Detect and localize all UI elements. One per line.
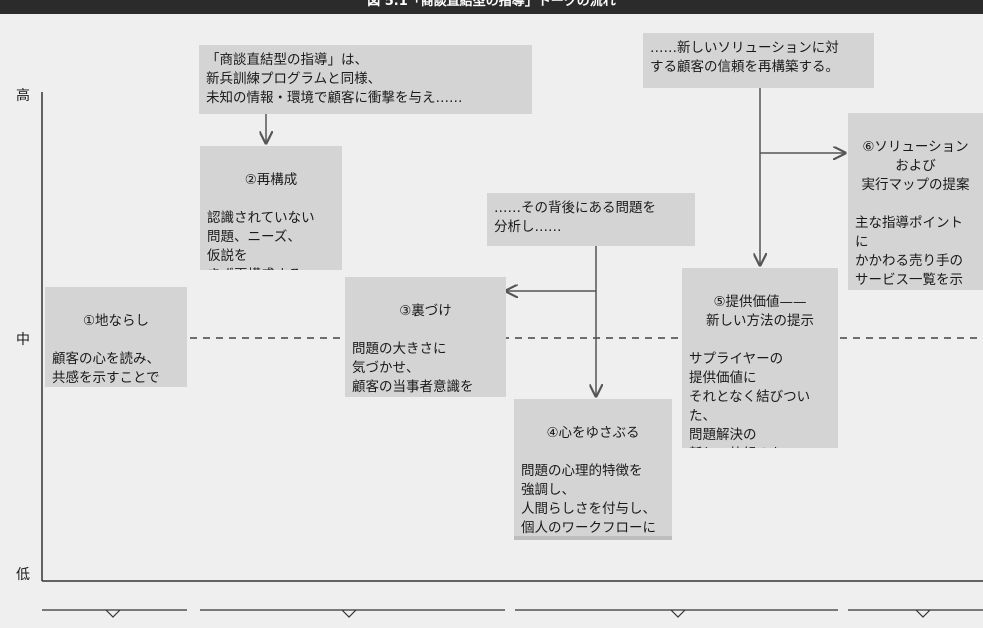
step-body: 顧客の心を読み、 共感を示すことで 信頼を築く (52, 351, 160, 386)
step-2-reframe: ②再構成 認識されていない 問題、ニーズ、 仮説を まず再構成する (200, 146, 342, 270)
axis-label-low: 低 (16, 567, 30, 583)
phase-tick (341, 609, 357, 618)
phase-tick (670, 609, 686, 618)
note-intro: 「商談直結型の指導」は、 新兵訓練プログラムと同様、 未知の情報・環境で顧客に衝… (199, 45, 532, 114)
step-heading: ④心をゆさぶる (546, 425, 640, 441)
step-body: 問題の心理的特徴を 強調し、 人間らしさを付与し、 個人のワークフローに 影響を… (521, 463, 656, 536)
phase-tick (915, 609, 931, 618)
step-body: 認識されていない 問題、ニーズ、 仮説を まず再構成する (207, 210, 315, 270)
step-heading: ⑥ソリューション および 実行マップの提案 (861, 139, 970, 193)
note-analyze: ……その背後にある問題を 分析し…… (487, 193, 695, 246)
figure-title-bar: 図 5.1「商談直結型の指導」トークの流れ (0, 0, 983, 14)
phase-tick (105, 609, 121, 618)
step-6-solution-map: ⑥ソリューション および 実行マップの提案 主な指導ポイントに かかわる売り手の… (848, 113, 983, 290)
step-body: 主な指導ポイントに かかわる売り手の サービス一覧を示し 実行への手順を 強調す… (855, 215, 963, 288)
step-5-value-proposition: ⑤提供価値—— 新しい方法の提示 サプライヤーの 提供価値に それとなく結びつい… (682, 268, 838, 448)
step-heading: ③裏づけ (399, 303, 452, 319)
axis-label-mid: 中 (16, 332, 30, 348)
step-body: サプライヤーの 提供価値に それとなく結びついた、 問題解決の 新しい枠組みを … (689, 351, 811, 448)
step-4-emotional-impact: ④心をゆさぶる 問題の心理的特徴を 強調し、 人間らしさを付与し、 個人のワーク… (514, 399, 672, 540)
step-heading: ⑤提供価値—— 新しい方法の提示 (706, 294, 814, 329)
step-1-groundwork: ①地ならし 顧客の心を読み、 共感を示すことで 信頼を築く (45, 287, 187, 387)
step-heading: ②再構成 (244, 172, 298, 188)
note-rebuild-trust: ……新しいソリューションに対 する顧客の信頼を再構築する。 (643, 33, 874, 88)
figure-title: 図 5.1「商談直結型の指導」トークの流れ (367, 0, 616, 9)
axis-label-high: 高 (16, 88, 30, 104)
step-heading: ①地ならし (82, 313, 150, 329)
step-body: 問題の大きさに 気づかせ、 顧客の当事者意識を 徐々に高める (352, 341, 474, 395)
step-3-substantiate: ③裏づけ 問題の大きさに 気づかせ、 顧客の当事者意識を 徐々に高める (345, 277, 506, 397)
